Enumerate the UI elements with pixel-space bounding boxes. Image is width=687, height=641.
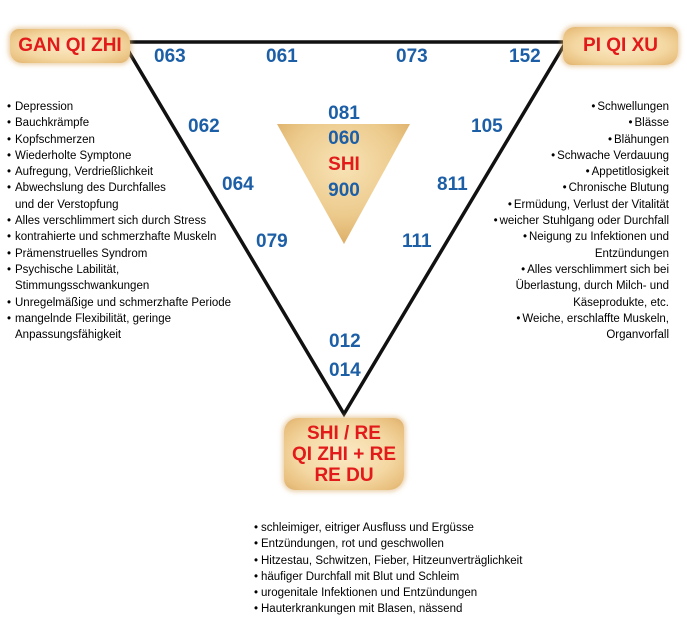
list-item: Bauchkrämpfe [7, 115, 231, 132]
list-item: •Blähungen [607, 133, 669, 146]
code-center-2: 060 [328, 128, 360, 149]
list-item: Prämenstruelles Syndrom [7, 246, 231, 263]
list-item: •Ermüdung, Verlust der Vitalität [507, 198, 669, 211]
node-pi-qi-xu-label: PI QI XU [583, 35, 658, 56]
node-shi-re-line-3: RE DU [314, 464, 374, 486]
list-item: urogenitale Infektionen und Entzündungen [254, 585, 522, 602]
list-item: •Appetitlosigkeit [585, 166, 669, 179]
code-left-3: 079 [256, 231, 288, 252]
list-item: •weicher Stuhlgang oder Durchfall [493, 215, 669, 228]
node-shi-re-line-1: SHI / RE [307, 422, 381, 444]
node-pi-qi-xu: PI QI XU [563, 27, 678, 65]
list-item: Hitzestau, Schwitzen, Fieber, Hitzeunver… [254, 553, 522, 570]
code-bottom-1: 012 [329, 331, 361, 352]
list-item: häufiger Durchfall mit Blut und Schleim [254, 569, 522, 586]
main-triangle [119, 40, 570, 418]
code-center-1: 081 [328, 103, 360, 124]
code-right-2: 811 [437, 174, 468, 195]
shi-re-symptom-list: schleimiger, eitriger Ausfluss und Ergüs… [254, 520, 522, 618]
list-item: •Blässe [628, 117, 669, 130]
code-center-3: 900 [328, 180, 360, 201]
code-top-3: 073 [396, 46, 428, 67]
list-item: Unregelmäßige und schmerzhafte Periode [7, 295, 231, 312]
code-top-1: 063 [154, 46, 186, 67]
list-item: Hauterkrankungen mit Blasen, nässend [254, 601, 522, 618]
code-right-1: 105 [471, 116, 503, 137]
list-item: Alles verschlimmert sich durch Stress [7, 213, 231, 230]
code-top-4: 152 [509, 46, 541, 67]
list-item: Depression [7, 99, 231, 116]
list-item: •Weiche, erschlaffte Muskeln,Organvorfal… [516, 312, 669, 342]
node-shi-re-line-2: QI ZHI + RE [292, 443, 396, 465]
code-top-2: 061 [266, 46, 298, 67]
list-item: mangelnde Flexibilität, geringeAnpassung… [7, 311, 231, 344]
code-bottom-2: 014 [329, 360, 361, 381]
list-item: schleimiger, eitriger Ausfluss und Ergüs… [254, 520, 522, 537]
node-gan-qi-zhi-label: GAN QI ZHI [18, 35, 122, 56]
list-item: Wiederholte Symptone [7, 148, 231, 165]
list-item: Entzündungen, rot und geschwollen [254, 536, 522, 553]
center-parchment-triangle [277, 124, 410, 244]
pi-qi-xu-symptom-list: •Schwellungen •Blässe •Blähungen •Schwac… [494, 99, 669, 343]
gan-qi-zhi-symptom-list: Depression Bauchkrämpfe Kopfschmerzen Wi… [7, 99, 231, 343]
list-item: •Chronische Blutung [562, 182, 669, 195]
list-item: •Schwache Verdauung [551, 149, 669, 162]
node-gan-qi-zhi: GAN QI ZHI [10, 29, 130, 63]
list-item: •Schwellungen [591, 101, 669, 113]
node-shi-re: SHI / RE QI ZHI + RE RE DU [284, 418, 404, 490]
list-item: Kopfschmerzen [7, 132, 231, 149]
center-shi-label: SHI [328, 154, 360, 175]
list-item: Psychische Labilität,Stimmungsschwankung… [7, 262, 231, 295]
list-item: kontrahierte und schmerzhafte Muskeln [7, 229, 231, 246]
list-item: Aufregung, Verdrießlichkeit [7, 164, 231, 181]
code-right-3: 111 [402, 231, 432, 252]
